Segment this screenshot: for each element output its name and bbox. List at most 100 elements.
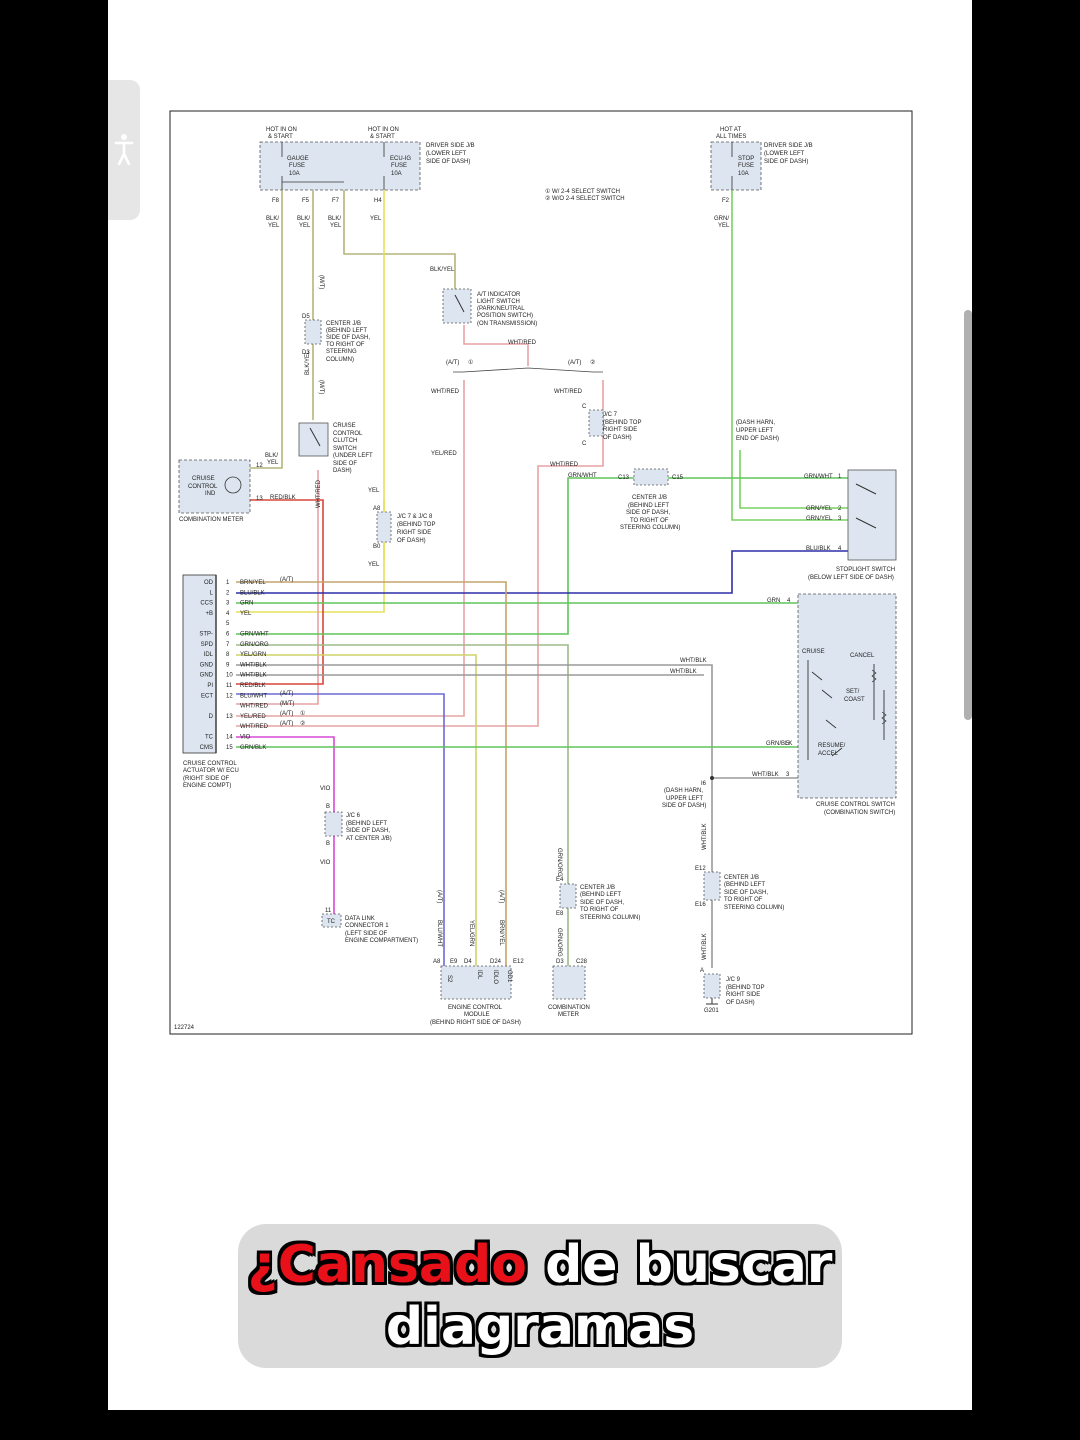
jc7: C C J/C 7 (BEHIND TOP RIGHT SIDE OF DASH… — [582, 404, 641, 447]
actuator-pin-text: ECT — [201, 693, 213, 699]
accessibility-icon[interactable] — [113, 132, 135, 168]
svg-text:1: 1 — [838, 474, 842, 480]
svg-text:RIGHT SIDE: RIGHT SIDE — [397, 530, 431, 536]
svg-text:HOT IN ON: HOT IN ON — [368, 127, 399, 133]
actuator-pin-text: 7 — [226, 642, 230, 648]
svg-text:YEL: YEL — [268, 223, 280, 229]
actuator-pin-text: 2 — [226, 590, 230, 596]
actuator-pin-text: GND — [200, 673, 214, 679]
svg-text:J/C 9: J/C 9 — [726, 977, 741, 983]
svg-text:(BEHIND TOP: (BEHIND TOP — [603, 420, 641, 426]
center-jb-e4: GRN/ORG E4 E8 CENTER J/B (BEHIND LEFT SI… — [556, 848, 640, 957]
svg-text:VIO: VIO — [320, 860, 331, 866]
svg-text:B0: B0 — [373, 544, 381, 550]
actuator-pin-text: PI — [207, 683, 213, 689]
svg-text:10A: 10A — [289, 171, 300, 177]
svg-text:UPPER LEFT: UPPER LEFT — [666, 796, 703, 802]
svg-text:F2: F2 — [722, 198, 730, 204]
svg-text:2: 2 — [838, 506, 842, 512]
at-d2: (A/T) — [280, 721, 293, 727]
svg-text:GRN: GRN — [767, 598, 780, 604]
svg-text:12: 12 — [256, 463, 263, 469]
svg-text:YEL: YEL — [299, 223, 311, 229]
at-ect: (A/T) — [280, 691, 293, 697]
svg-text:A/T INDICATOR: A/T INDICATOR — [477, 292, 521, 298]
svg-text:POSITION SWITCH): POSITION SWITCH) — [477, 313, 533, 319]
svg-text:DASH): DASH) — [333, 468, 352, 474]
actuator-pin-text: GRN/BLK — [240, 745, 266, 751]
svg-text:E16: E16 — [695, 902, 706, 908]
svg-text:TO RIGHT OF: TO RIGHT OF — [630, 518, 669, 524]
legend-select-2: ② W/O 2-4 SELECT SWITCH — [545, 195, 625, 202]
svg-text:4: 4 — [838, 546, 842, 552]
actuator-pin-text: OD — [204, 580, 214, 586]
svg-text:E12: E12 — [695, 866, 706, 872]
svg-text:SIDE OF DASH): SIDE OF DASH) — [662, 803, 706, 809]
svg-text:ENGINE CONTROL: ENGINE CONTROL — [448, 1005, 503, 1011]
svg-text:F7: F7 — [332, 198, 340, 204]
svg-text:C: C — [582, 441, 587, 447]
actuator-pin-text: 11 — [226, 683, 233, 689]
actuator-pin-text: YEL/RED — [240, 714, 266, 720]
svg-text:(M/T): (M/T) — [318, 275, 324, 289]
svg-text:SIDE OF DASH,: SIDE OF DASH, — [626, 510, 670, 516]
svg-text:(LOWER LEFT: (LOWER LEFT — [764, 151, 805, 157]
svg-text:A: A — [700, 968, 704, 974]
svg-text:4: 4 — [787, 598, 791, 604]
svg-text:E12: E12 — [513, 959, 524, 965]
actuator-pin-text: CMS — [200, 745, 213, 751]
actuator-pin-text: 3 — [226, 601, 230, 607]
actuator-pin-text: D — [209, 714, 214, 720]
svg-text:E4: E4 — [556, 877, 564, 883]
svg-text:FUSE: FUSE — [289, 163, 305, 169]
svg-text:(BEHIND LEFT: (BEHIND LEFT — [580, 892, 621, 898]
svg-text:J/C 6: J/C 6 — [346, 813, 361, 819]
svg-text:C15: C15 — [672, 475, 684, 481]
svg-text:CONTROL: CONTROL — [333, 431, 363, 437]
jc7-jc8: A8 B0 J/C 7 & J/C 8 (BEHIND TOP RIGHT SI… — [373, 506, 435, 550]
svg-text:(DASH HARN,: (DASH HARN, — [736, 420, 775, 426]
svg-text:(RIGHT SIDE OF: (RIGHT SIDE OF — [183, 776, 230, 782]
svg-text:YEL/GRN: YEL/GRN — [468, 920, 474, 946]
svg-text:C13: C13 — [618, 475, 630, 481]
actuator-pin-text: WHT/BLK — [240, 662, 267, 668]
svg-text:RIGHT SIDE: RIGHT SIDE — [726, 992, 760, 998]
svg-text:BLK/: BLK/ — [265, 453, 278, 459]
svg-text:RED/BLK: RED/BLK — [270, 495, 296, 501]
svg-text:G201: G201 — [704, 1008, 719, 1014]
svg-text:RESUME/: RESUME/ — [818, 743, 846, 749]
actuator-pin-text: WHT/BLK — [240, 673, 267, 679]
svg-text:①: ① — [300, 710, 305, 717]
caption-line-1: ¿Cansado de buscar — [248, 1234, 833, 1296]
svg-text:BLK/: BLK/ — [266, 216, 279, 222]
svg-text:(LOWER LEFT: (LOWER LEFT — [426, 151, 467, 157]
svg-text:SIDE OF: SIDE OF — [333, 461, 357, 467]
svg-text:TC: TC — [327, 919, 336, 925]
svg-text:D5: D5 — [302, 314, 310, 320]
svg-text:F5: F5 — [302, 198, 310, 204]
svg-text:YEL: YEL — [267, 460, 279, 466]
svg-text:D24: D24 — [490, 959, 502, 965]
actuator-pin-text: 12 — [226, 693, 233, 699]
scrollbar[interactable] — [964, 310, 972, 720]
stoplight-switch: GRN/WHT 1 GRN/YEL 2 GRN/YEL 3 BLU/BLK 4 … — [804, 469, 897, 581]
mt-d: (M/T) — [280, 701, 294, 707]
svg-text:B: B — [326, 804, 330, 810]
svg-text:CRUISE CONTROL SWITCH: CRUISE CONTROL SWITCH — [816, 802, 895, 808]
svg-text:10A: 10A — [738, 171, 749, 177]
actuator-pin-text: BRN/YEL — [240, 580, 266, 586]
actuator-pin-text: GRN — [240, 601, 253, 607]
caption-highlight: ¿Cansado — [247, 1235, 527, 1295]
svg-text:F8: F8 — [272, 198, 280, 204]
svg-text:(UNDER LEFT: (UNDER LEFT — [333, 453, 373, 459]
svg-text:DATA LINK: DATA LINK — [345, 916, 375, 922]
svg-text:SIDE OF DASH,: SIDE OF DASH, — [724, 890, 768, 896]
actuator-pin-text: 1 — [226, 580, 230, 586]
svg-text:(BEHIND LEFT: (BEHIND LEFT — [724, 882, 765, 888]
actuator-pin-text: 14 — [226, 735, 233, 741]
svg-text:ECU-IG: ECU-IG — [390, 156, 411, 162]
svg-text:(COMBINATION SWITCH): (COMBINATION SWITCH) — [824, 810, 895, 816]
svg-text:CONTROL: CONTROL — [188, 484, 218, 490]
svg-text:(BEHIND LEFT: (BEHIND LEFT — [628, 503, 669, 509]
